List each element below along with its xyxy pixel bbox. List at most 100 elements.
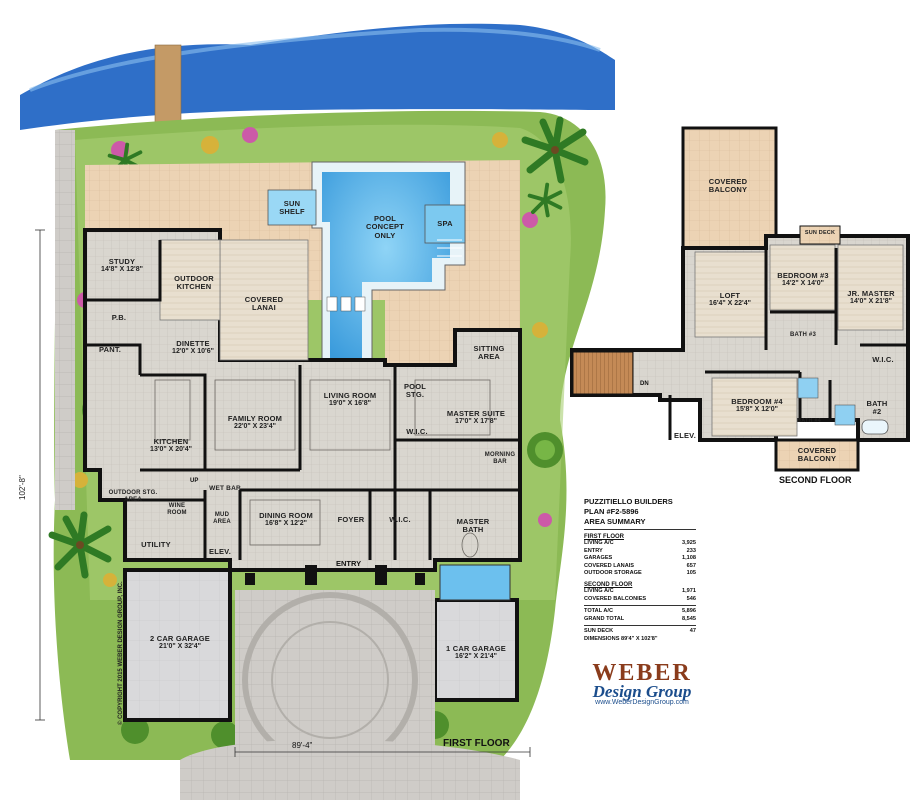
room-master-bath: MASTER BATH [456,517,490,535]
pool-steps [437,239,462,257]
second-floor-covered-balcony-bottom [774,438,860,472]
room-wine: WINE ROOM [167,503,187,516]
loft-area [694,251,766,338]
summary-row: LIVING A/C 3,925 [584,540,696,548]
spa [424,204,466,244]
second-floor-label: SECOND FLOOR [779,475,852,485]
summary-row-label: GARAGES [584,555,613,562]
summary-row-value: 1,971 [682,587,696,594]
side-walkway [55,130,75,510]
weber-design-group-logo: WEBER Design Group www.WeberDesignGroup.… [572,660,712,706]
summary-row-value: 105 [686,570,696,577]
lake-water-highlight [29,27,601,92]
room-utility: UTILITY [141,540,171,549]
summary-row-label: DIMENSIONS 89'4" X 102'8" [584,635,658,642]
bath-glass [834,404,856,426]
summary-row-label: LIVING A/C [584,540,614,546]
covered-lanai [219,239,309,361]
room-pant: PANT. [98,345,122,354]
room-sun-deck: SUN DECK [804,230,836,236]
entry-label: ENTRY [336,559,362,568]
pool-lounger [340,296,352,312]
first-floor-heading: FIRST FLOOR [584,534,624,540]
second-floor-covered-balcony-top [681,126,778,250]
summary-row-value: 47 [689,628,696,635]
width-dimension: 89'-4" [292,741,313,750]
summary-row-value: 5,896 [682,608,696,615]
summary-row: DIMENSIONS 89'4" X 102'8" [584,636,696,644]
room-wic-2: W.I.C. [389,515,411,524]
entry-columns [245,565,425,585]
summary-row-label: GRAND TOTAL [584,615,625,622]
sun-shelf [267,189,317,226]
room-bath-4: BATH #4 [797,418,821,424]
bath-glass [797,377,819,399]
pool-water [322,172,450,362]
room-wet-bar: WET BAR [209,485,241,492]
room-sun-shelf: SUN SHELF [279,199,305,217]
room-outdoor-storage: OUTDOOR STG. AREA [108,490,158,503]
sun-deck-area [799,225,841,245]
room-foyer: FOYER [337,515,365,524]
logo-design-group: Design Group [592,682,692,701]
stair-up-label: UP [190,478,199,484]
first-floor-label: FIRST FLOOR [443,738,510,749]
area-summary-title: AREA SUMMARY [584,517,646,526]
bath2-tub [861,419,889,435]
room-pool-storage: POOL STG. [403,382,427,400]
master-bath-garden [439,564,511,601]
outdoor-kitchen-area [159,239,221,321]
room-covered-balcony-top: COVERED BALCONY [708,177,748,195]
summary-row-value: 657 [686,562,696,569]
summary-row-label: TOTAL A/C [584,608,614,615]
plan-number: PLAN #F2-5896 [584,507,639,516]
summary-row-value: 1,108 [682,555,696,562]
room-bath-2: BATH #2 [866,399,888,417]
summary-row-value: 3,925 [682,540,696,546]
summary-row: GARAGES 1,108 [584,555,696,563]
palm-tree [521,116,589,184]
summary-row-label: OUTDOOR STORAGE [584,570,642,577]
summary-row-value: 233 [686,547,696,554]
furniture [154,379,491,558]
area-summary: PUZZITIELLO BUILDERS PLAN #F2-5896 AREA … [584,497,696,644]
summary-row-label: COVERED BALCONIES [584,595,647,602]
room-pool: POOL CONCEPT ONLY [365,214,405,240]
depth-dimension: 102'-8" [18,475,27,500]
driveway [180,739,520,800]
room-covered-lanai: COVERED LANAI [244,295,284,313]
palm-tree [527,182,563,218]
room-outdoor-kitchen: OUTDOOR KITCHEN [174,274,214,292]
logo-url: www.WeberDesignGroup.com [595,699,689,706]
room-wic-1: W.I.C. [406,427,428,436]
jr-master-area [837,244,904,331]
room-spa: SPA [437,219,453,228]
room-covered-balcony-bottom: COVERED BALCONY [797,446,837,464]
room-wic-3: W.I.C. [872,355,894,364]
stair-down-label: DN [640,381,649,387]
logo-weber: WEBER [592,660,692,686]
builder-name: PUZZITIELLO BUILDERS [584,497,673,506]
summary-row: OUTDOOR STORAGE 105 [584,570,696,578]
pool-lounger [326,296,338,312]
second-floor-heading: SECOND FLOOR [584,581,633,588]
